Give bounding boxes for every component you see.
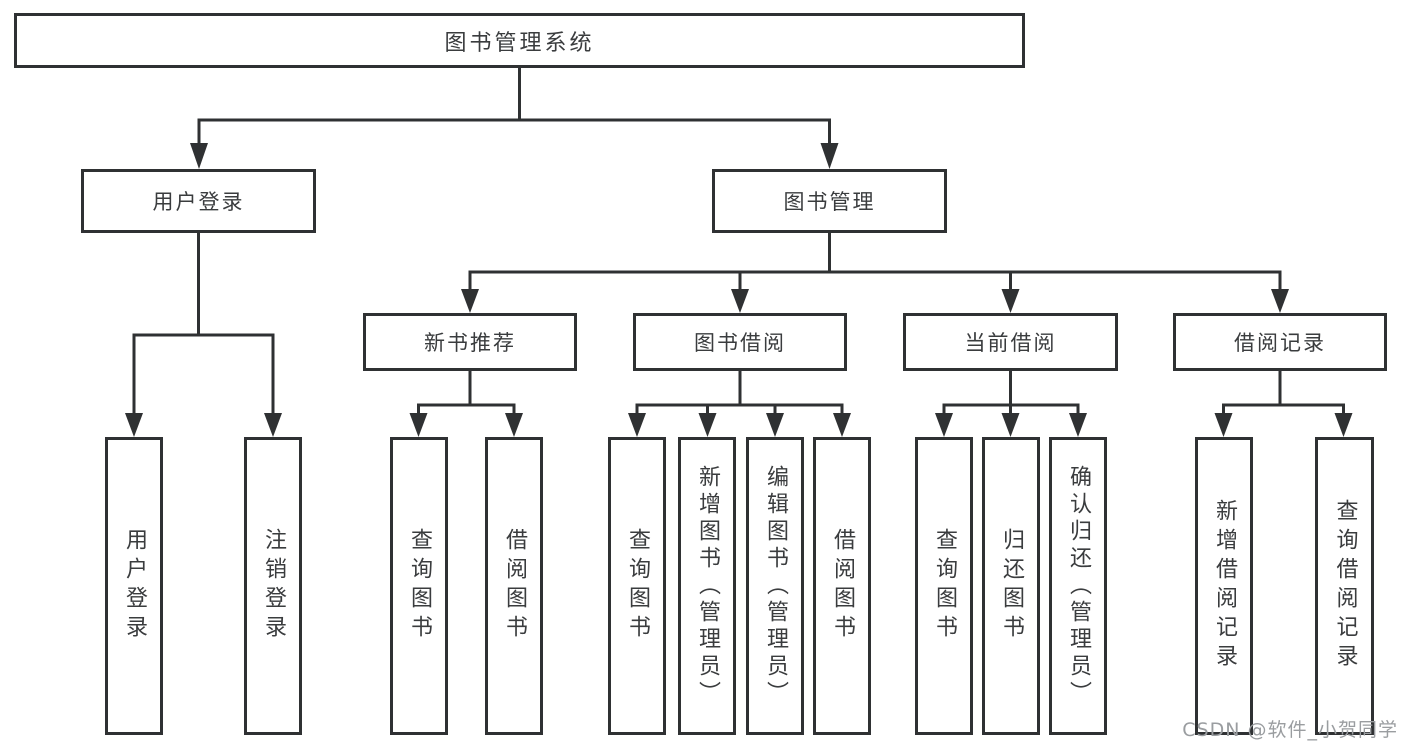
- leaf-br-query-record: 查询借阅记录: [1315, 437, 1374, 735]
- leaf-bb-add-books-admin: 新增图书（管理员）: [678, 437, 736, 735]
- node-book-borrow: 图书借阅: [633, 313, 847, 371]
- leaf-cb-return-books: 归还图书: [982, 437, 1040, 735]
- leaf-logout: 注销登录: [244, 437, 302, 735]
- leaf-bb-edit-books-admin: 编辑图书（管理员）: [746, 437, 804, 735]
- leaf-bb-borrow-books: 借阅图书: [813, 437, 871, 735]
- node-current-borrow: 当前借阅: [903, 313, 1118, 371]
- watermark-text: CSDN @软件_小贺同学: [1182, 719, 1398, 741]
- node-new-book-recommend: 新书推荐: [363, 313, 577, 371]
- leaf-nb-query-books: 查询图书: [390, 437, 448, 735]
- leaf-nb-borrow-books: 借阅图书: [485, 437, 543, 735]
- leaf-user-login: 用户登录: [105, 437, 163, 735]
- leaf-bb-query-books: 查询图书: [608, 437, 666, 735]
- leaf-cb-query-books: 查询图书: [915, 437, 973, 735]
- node-book-management: 图书管理: [712, 169, 947, 233]
- node-root: 图书管理系统: [14, 13, 1025, 68]
- node-borrow-records: 借阅记录: [1173, 313, 1387, 371]
- node-user-login: 用户登录: [81, 169, 316, 233]
- leaf-br-add-record: 新增借阅记录: [1195, 437, 1253, 735]
- leaf-cb-confirm-return-admin: 确认归还（管理员）: [1049, 437, 1107, 735]
